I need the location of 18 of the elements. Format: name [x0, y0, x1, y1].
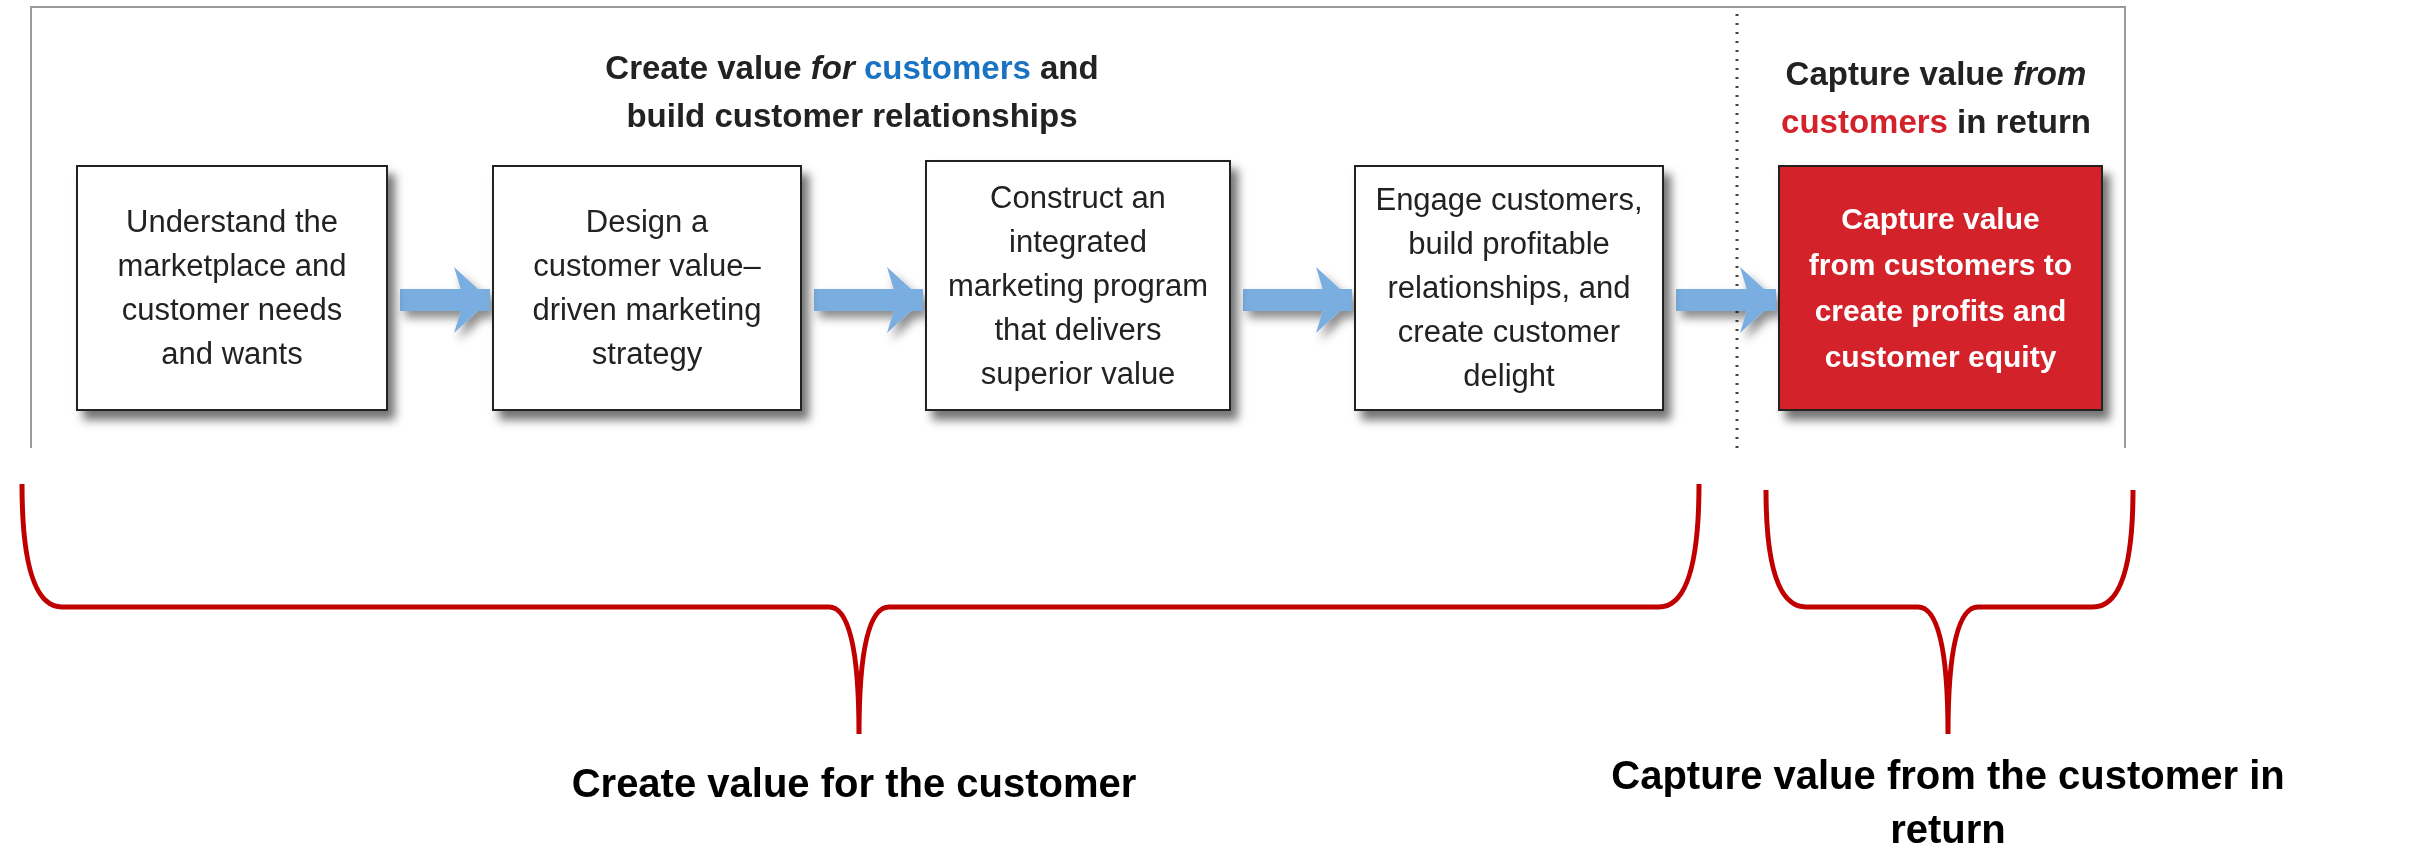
section-heading: Create value for customers and build customer relationships: [604, 48, 1100, 136]
block-arrow: [1676, 267, 1776, 333]
step-text: Design a customer value–driven marketing strategy: [531, 203, 763, 373]
block-arrow: [814, 267, 923, 333]
process-box: [925, 160, 1231, 411]
step-text: Construct an integrated marketing program that delivers superior value: [946, 178, 1210, 393]
block-arrow: [1243, 267, 1352, 333]
step-text: Understand the marketplace and customer needs and wants: [116, 203, 348, 373]
block-arrow: [400, 267, 490, 333]
highlight-box: [1778, 165, 2103, 411]
process-box: [1354, 165, 1664, 411]
step-text: Engage customers, build profitable relationships, and create customer delight: [1374, 181, 1644, 395]
bracket-caption: Create value for the customer: [570, 760, 1138, 807]
process-box: [492, 165, 802, 411]
bracket-caption: Capture value from the customer in return: [1610, 752, 2286, 852]
step-text: Capture value from customers to create profits and customer equity: [1807, 201, 2074, 375]
process-box: [76, 165, 388, 411]
section-heading: Capture value from customers in return: [1780, 54, 2092, 142]
